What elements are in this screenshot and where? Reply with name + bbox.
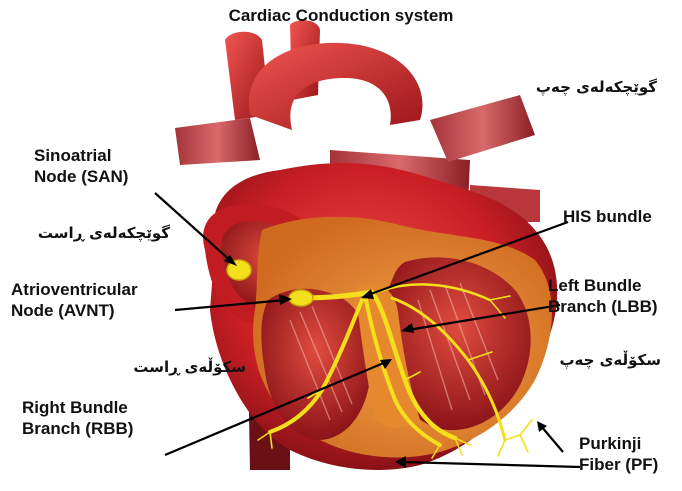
label-purkinji-fiber: Purkinji Fiber (PF) bbox=[579, 434, 658, 475]
label-left-ventricle-kurdish: سکۆڵەی چەپ bbox=[559, 351, 661, 369]
label-right-bundle-branch: Right Bundle Branch (RBB) bbox=[22, 398, 133, 439]
label-right-atrium-kurdish: گوێچکەلەی ڕاست bbox=[38, 224, 170, 242]
page-title: Cardiac Conduction system bbox=[0, 6, 682, 27]
label-left-atrium-kurdish: گوێچکەلەی چەپ bbox=[536, 78, 657, 96]
label-left-bundle-branch: Left Bundle Branch (LBB) bbox=[548, 276, 658, 317]
label-atrioventricular-node: Atrioventricular Node (AVNT) bbox=[11, 280, 138, 321]
label-right-ventricle-kurdish: سکۆڵەی ڕاست bbox=[133, 358, 246, 376]
atrioventricular-node bbox=[289, 290, 313, 306]
label-sinoatrial-node: Sinoatrial Node (SAN) bbox=[34, 146, 128, 187]
label-his-bundle: HIS bundle bbox=[563, 207, 652, 228]
